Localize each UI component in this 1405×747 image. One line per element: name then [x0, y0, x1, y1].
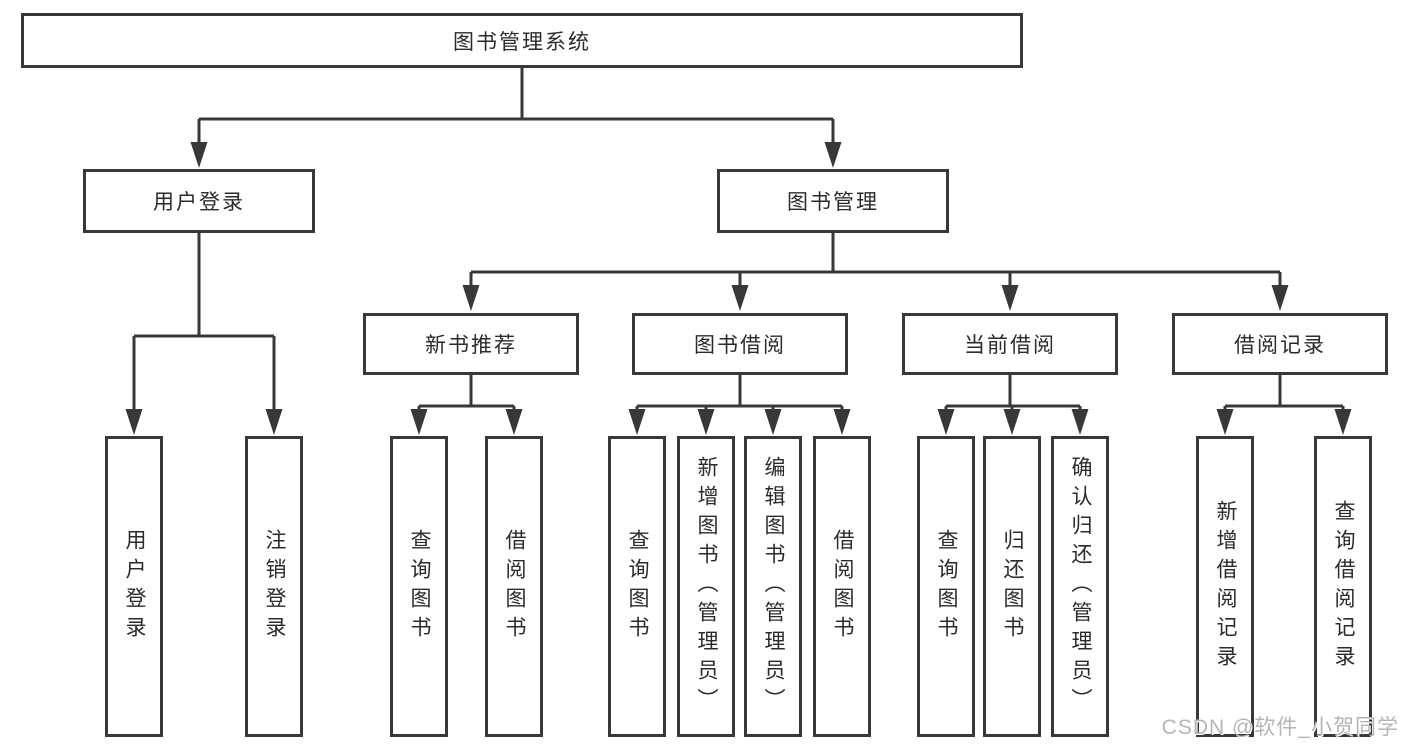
leaf-query-books: 查询图书 [390, 436, 448, 737]
leaf-return-books: 归还图书 [983, 436, 1041, 737]
arrowhead-icon [190, 142, 208, 168]
node-user-login: 用户登录 [83, 169, 315, 233]
arrowhead-icon [1003, 409, 1021, 435]
arrowhead-icon [265, 409, 283, 435]
arrowhead-icon [410, 409, 428, 435]
leaf-query-books: 查询图书 [608, 436, 666, 737]
node-book-management: 图书管理 [717, 169, 949, 233]
node-current-borrowing: 当前借阅 [902, 313, 1118, 375]
leaf-confirm-return-admin: 确认归还（管理员） [1051, 436, 1109, 737]
arrowhead-icon [937, 409, 955, 435]
node-book-borrowing: 图书借阅 [632, 313, 848, 375]
arrowhead-icon [833, 409, 851, 435]
node-library-management-system: 图书管理系统 [21, 13, 1023, 68]
arrowhead-icon [628, 409, 646, 435]
arrowhead-icon [1216, 409, 1234, 435]
arrowhead-icon [125, 409, 143, 435]
leaf-query-borrow-record: 查询借阅记录 [1314, 436, 1372, 737]
arrowhead-icon [462, 285, 480, 311]
arrowhead-icon [697, 409, 715, 435]
leaf-user-login: 用户登录 [105, 436, 163, 737]
arrowhead-icon [764, 409, 782, 435]
leaf-borrow-books: 借阅图书 [485, 436, 543, 737]
leaf-query-books: 查询图书 [917, 436, 975, 737]
node-new-book-recommendation: 新书推荐 [363, 313, 579, 375]
leaf-add-borrow-record: 新增借阅记录 [1196, 436, 1254, 737]
arrowhead-icon [731, 285, 749, 311]
leaf-edit-books-admin: 编辑图书（管理员） [744, 436, 802, 737]
leaf-borrow-books: 借阅图书 [813, 436, 871, 737]
arrowhead-icon [1334, 409, 1352, 435]
leaf-logout: 注销登录 [245, 436, 303, 737]
arrowhead-icon [505, 409, 523, 435]
arrowhead-icon [1001, 285, 1019, 311]
arrowhead-icon [1071, 409, 1089, 435]
arrowhead-icon [1271, 285, 1289, 311]
leaf-add-books-admin: 新增图书（管理员） [677, 436, 735, 737]
csdn-watermark: CSDN @软件_小贺同学 [1161, 716, 1399, 739]
node-borrowing-records: 借阅记录 [1172, 313, 1388, 375]
arrowhead-icon [824, 142, 842, 168]
connector-arrows [125, 142, 1352, 435]
